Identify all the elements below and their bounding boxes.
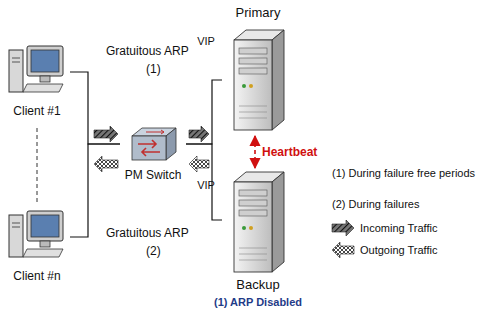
vip-label: VIP <box>192 178 220 192</box>
client-label: Client #n <box>4 269 70 283</box>
legend-text: Incoming Traffic <box>360 221 437 235</box>
computer-icon <box>7 40 67 104</box>
legend-text: Outgoing Traffic <box>360 243 437 257</box>
arp-label: Gratuitous ARP <box>106 226 189 240</box>
outgoing-traffic-arrow <box>94 156 118 172</box>
server-node: VIPBackup(1) ARP Disabled <box>222 168 294 296</box>
legend-note: (2) During failures <box>332 197 482 211</box>
client-node: Client #n <box>4 205 70 287</box>
arp-label: Gratuitous ARP <box>106 44 189 58</box>
network-link <box>70 72 120 144</box>
server-icon <box>230 168 288 280</box>
sw-icon <box>128 124 178 168</box>
incoming-traffic-arrow <box>94 126 118 142</box>
legend-outgoing-sample <box>332 242 354 258</box>
switch-node: PM Switch <box>120 124 186 184</box>
legend-note: (1) During failure free periods <box>332 166 482 180</box>
arp-note: (1) ARP Disabled <box>188 295 328 309</box>
network-link <box>186 80 222 144</box>
callout-number: (2) <box>146 244 161 258</box>
network-link <box>70 144 120 237</box>
incoming-traffic-arrow <box>189 126 209 142</box>
heartbeat-connector <box>254 136 256 168</box>
vip-label: VIP <box>192 34 220 48</box>
server-node: PrimaryVIP <box>222 4 294 136</box>
network-link <box>186 144 222 220</box>
server-label: Primary <box>222 6 294 20</box>
callout-number: (1) <box>146 62 161 76</box>
legend-incoming-sample <box>332 220 354 236</box>
client-ellipsis-line <box>37 128 38 202</box>
computer-icon <box>7 205 67 269</box>
client-label: Client #1 <box>4 104 70 118</box>
server-icon <box>230 26 288 138</box>
switch-label: PM Switch <box>120 168 186 182</box>
outgoing-traffic-arrow <box>189 156 209 172</box>
server-label: Backup <box>222 278 294 292</box>
edge-label: Heartbeat <box>261 145 318 159</box>
client-node: Client #1 <box>4 40 70 122</box>
